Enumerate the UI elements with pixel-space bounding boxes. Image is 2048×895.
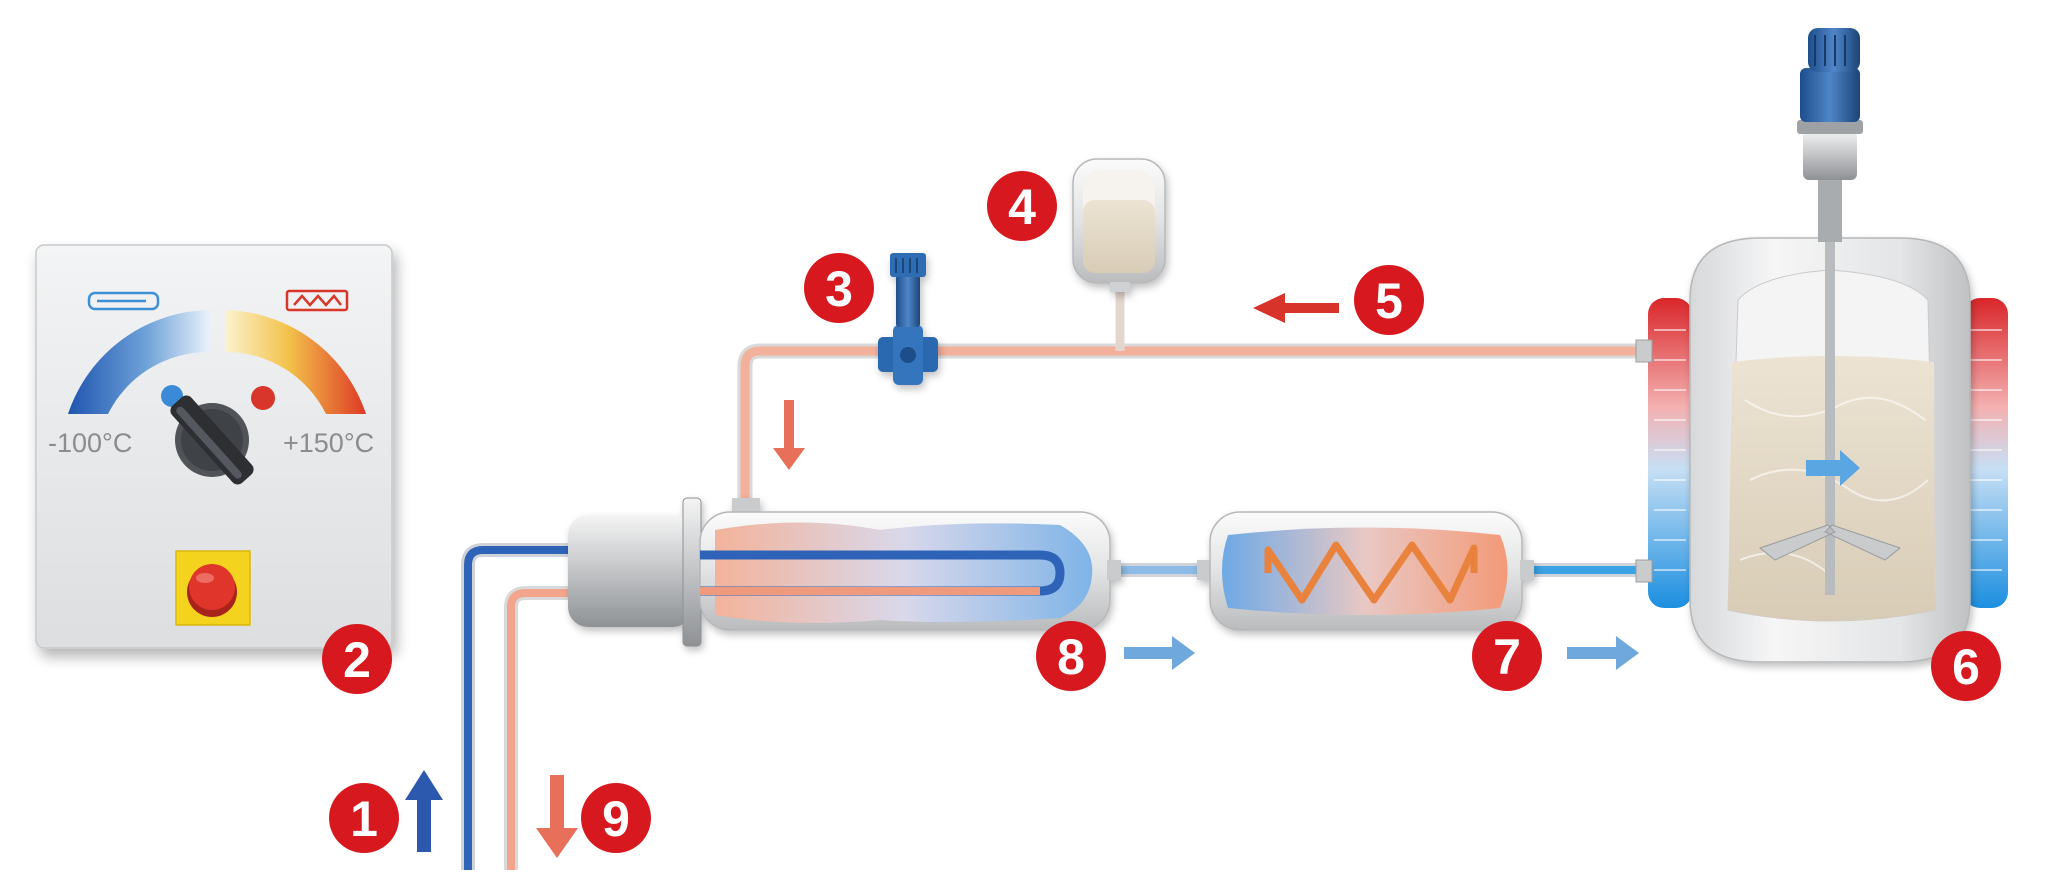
jacket-ribs [1654,329,2002,571]
down-flow-arrow [773,400,805,470]
flow-arrows [405,293,1639,858]
callout-2: 2 [322,624,392,694]
cold-range-arc [68,310,209,414]
exchanger-out-arrow [1124,636,1195,670]
svg-text:3: 3 [825,261,853,317]
min-temp-label: -100°C [48,428,132,458]
heater [1197,511,1534,631]
svg-text:6: 6 [1952,639,1980,695]
svg-text:5: 5 [1375,273,1403,329]
heating-coil-icon [285,289,349,312]
temperature-control-panel: -100°C +150°C [35,244,393,649]
discharge-flow-arrow [536,775,578,858]
emergency-stop-button[interactable] [175,550,251,626]
agitator-shaft [1825,180,1835,595]
cooling-element-icon [87,291,160,311]
flow-direction-arrow [1806,450,1860,486]
heating-element-coil [1264,541,1478,604]
svg-text:9: 9 [602,791,630,847]
return-pipe [737,343,1648,502]
hot-range-arc [225,310,366,414]
max-temp-label: +150°C [283,428,374,458]
return-flow-arrow [1253,293,1339,323]
svg-text:7: 7 [1493,629,1521,685]
agitator-impeller [1758,524,1902,561]
callout-4: 4 [987,171,1057,241]
supply-flow-arrow [405,770,443,852]
hot-indicator-dot [251,386,275,410]
callout-7: 7 [1472,621,1542,691]
svg-text:1: 1 [350,791,378,847]
piping [461,290,1648,870]
svg-text:8: 8 [1057,629,1085,685]
temperature-knob[interactable] [168,393,257,488]
callout-3: 3 [804,253,874,323]
agitator-motor [1797,28,1863,242]
expansion-tank [1072,158,1166,292]
callout-1: 1 [329,783,399,853]
callout-5: 5 [1354,265,1424,335]
callout-9: 9 [581,783,651,853]
svg-text:4: 4 [1008,179,1036,235]
circulation-pump [878,253,938,385]
heat-exchanger [568,497,1121,647]
svg-text:2: 2 [343,632,371,688]
reactor-vessel [1635,28,2008,663]
heater-out-arrow [1567,636,1639,670]
callout-6: 6 [1931,631,2001,701]
callout-8: 8 [1036,621,1106,691]
exchanger-coil-cold [700,550,1065,596]
